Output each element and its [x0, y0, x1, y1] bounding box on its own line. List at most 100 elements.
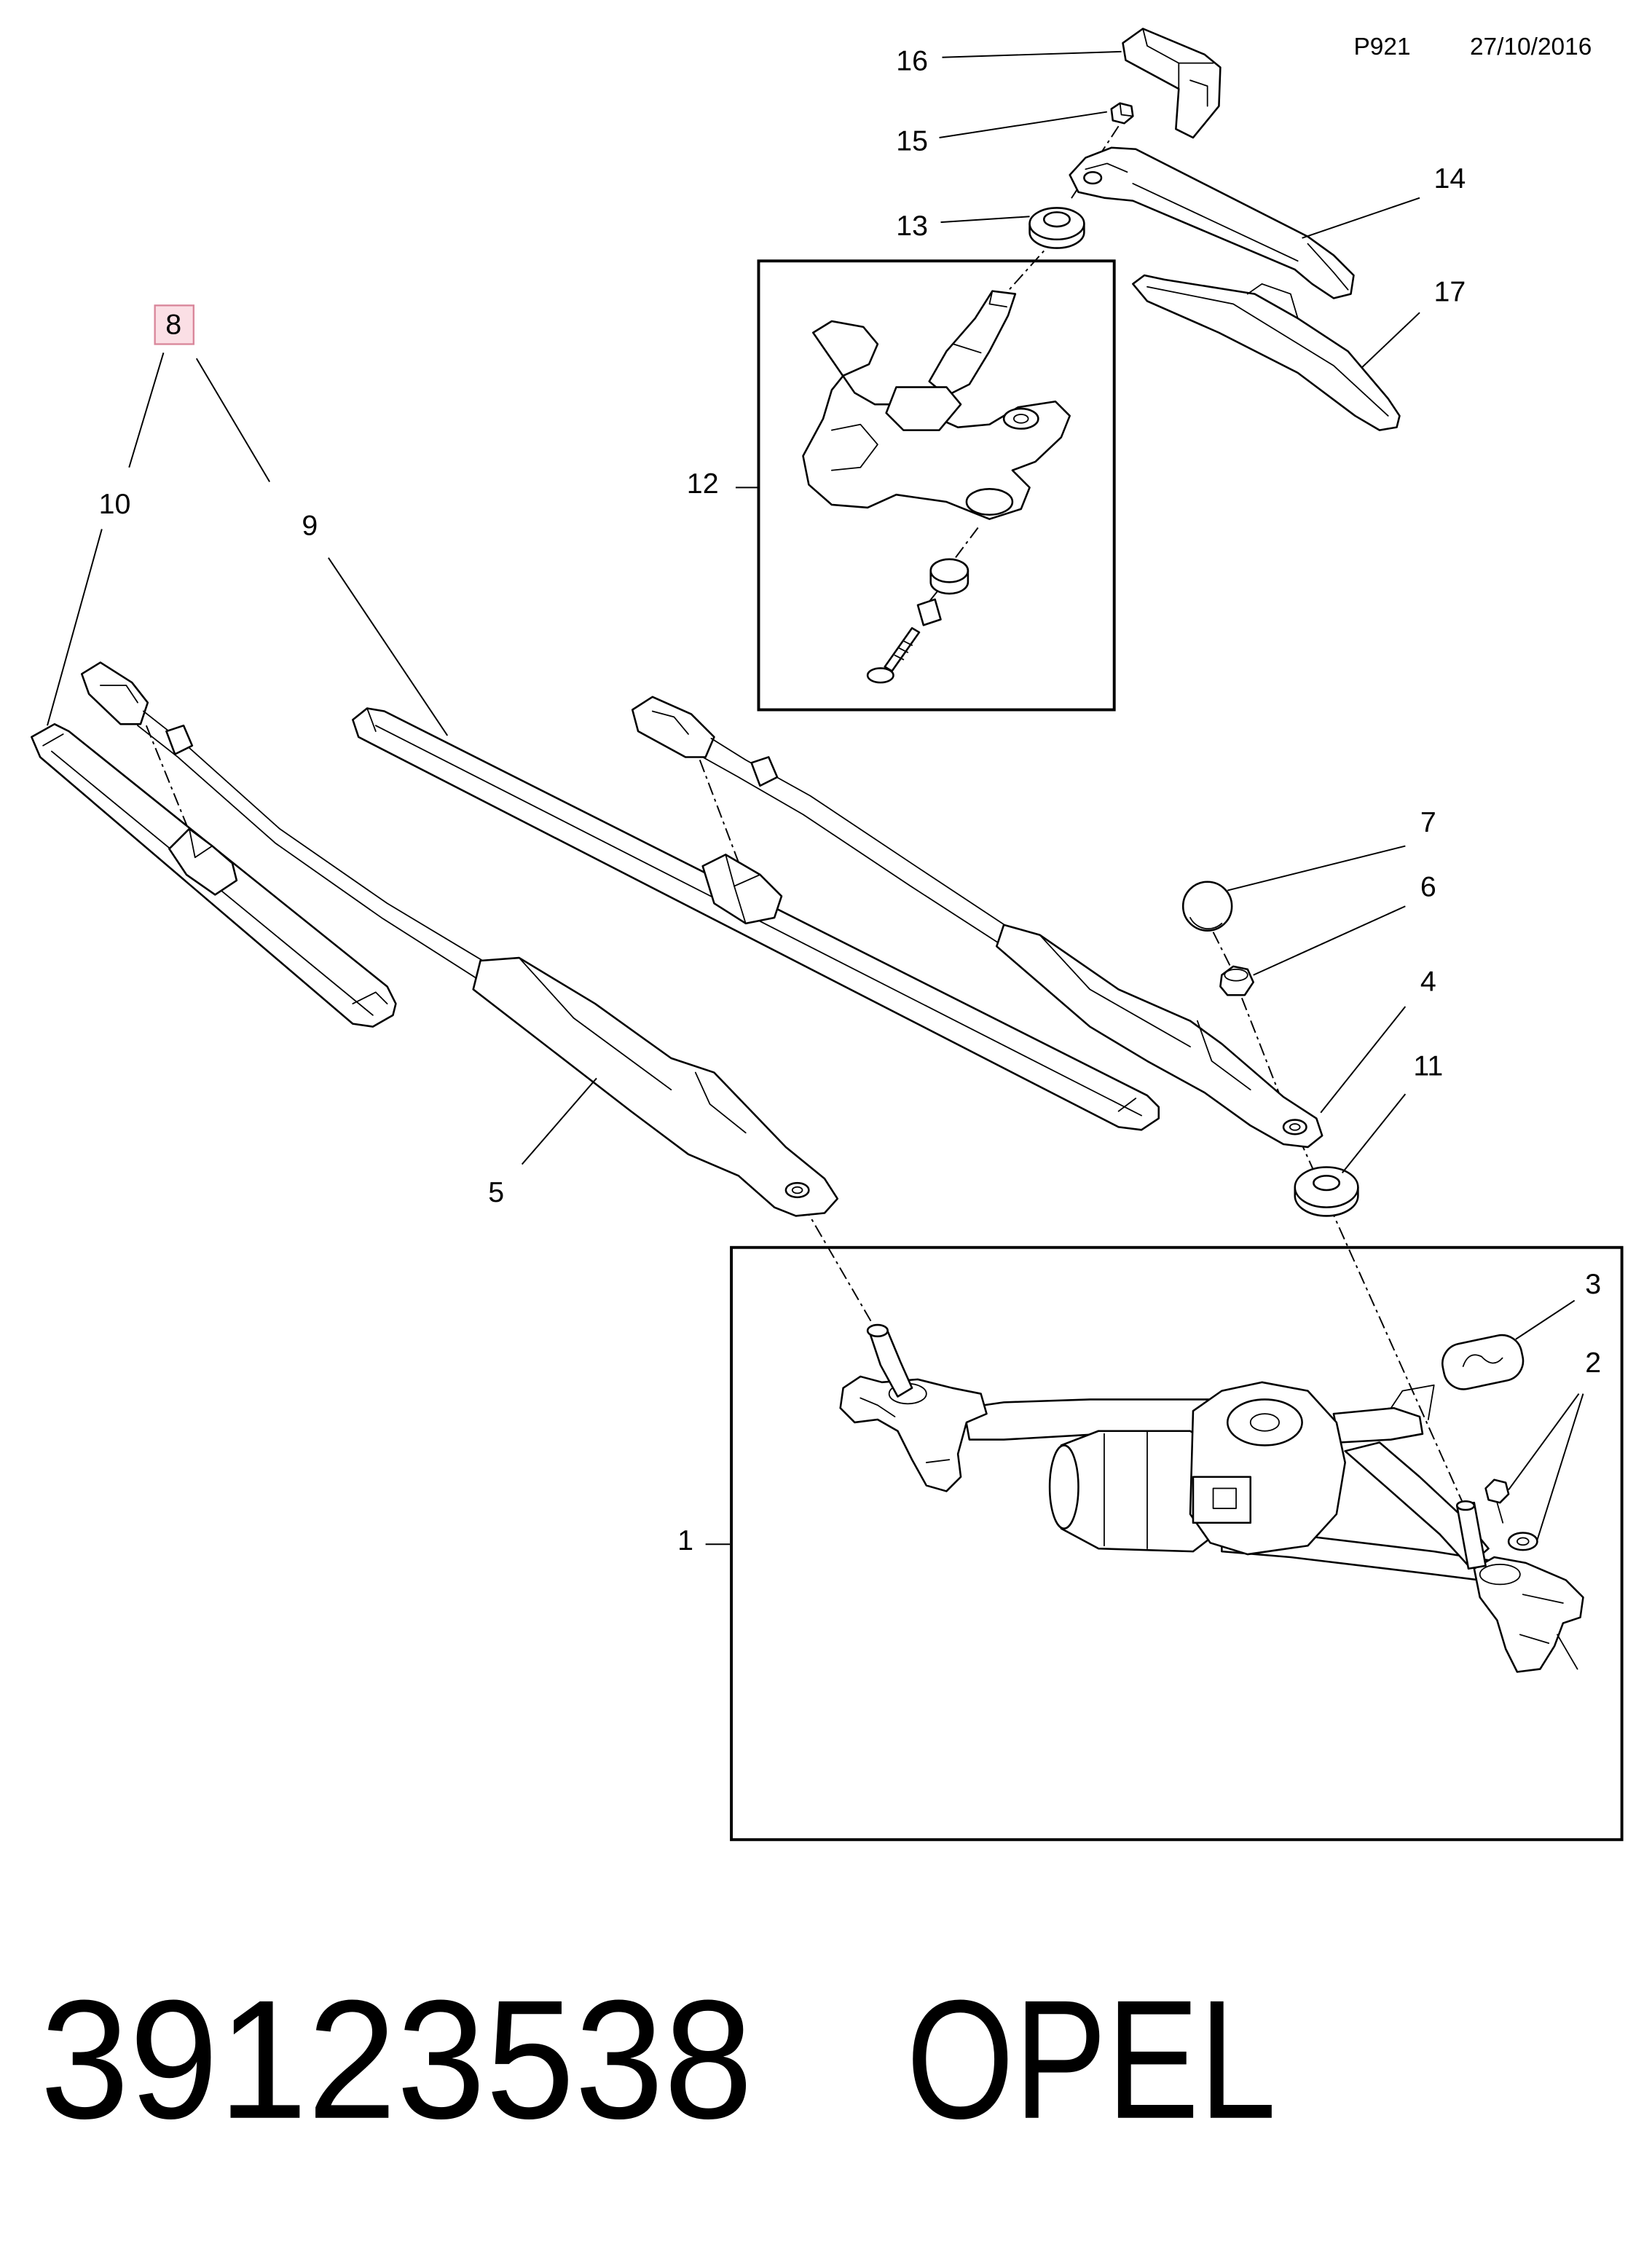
right-pivot-housing — [1473, 1556, 1584, 1673]
gearbox-cover — [1226, 1398, 1303, 1446]
callout-5[interactable]: 5 — [488, 1176, 504, 1208]
bolt-washer-hole — [1517, 1537, 1530, 1546]
callout-8-highlight — [154, 304, 194, 345]
part-14-rear-wiper-arm — [1069, 146, 1355, 299]
callout-6[interactable]: 6 — [1420, 870, 1436, 902]
right-pivot-shaft-tip — [1455, 1500, 1476, 1511]
arm-4-body-edge — [1197, 1020, 1251, 1091]
arm-4-tip-edge — [651, 710, 689, 735]
rear-arm-hole — [1083, 170, 1103, 185]
callout-14[interactable]: 14 — [1433, 162, 1466, 194]
arm-4-tip — [631, 696, 715, 758]
leader-14 — [1302, 197, 1420, 239]
front-motor-linkage-frame — [730, 1245, 1624, 1841]
part-10-wiper-blade-driver — [31, 723, 397, 1028]
rear-motor-gear — [885, 386, 962, 431]
cover-cap-edge — [1142, 28, 1180, 90]
blade-9-end-cap — [1117, 1098, 1137, 1112]
bolt-washer — [1507, 1532, 1538, 1551]
leader-9 — [328, 557, 449, 736]
callout-7[interactable]: 7 — [1420, 806, 1436, 838]
arm-4-head-hole — [1282, 1119, 1307, 1135]
linkage-crank-edge — [1390, 1384, 1435, 1420]
arm-5-rod — [137, 725, 481, 982]
arm-4-clip — [750, 756, 779, 787]
header: P921 27/10/2016 — [1353, 34, 1592, 60]
arm-5-body — [472, 956, 839, 1217]
leader-10 — [47, 529, 103, 726]
diagram-date: 27/10/2016 — [1470, 34, 1592, 60]
leader-16 — [942, 50, 1122, 58]
callout-2[interactable]: 2 — [1585, 1347, 1601, 1379]
nut-hex — [1110, 102, 1134, 125]
rear-motor-mount-hole — [1013, 414, 1029, 424]
rear-motor-shaft-tip — [988, 290, 1007, 308]
blade-10-adapter — [168, 827, 238, 896]
rear-arm-tip — [1307, 243, 1349, 291]
rear-motor-mount — [965, 488, 1014, 516]
rear-motor-shaft-ring — [953, 343, 982, 354]
leader-17 — [1361, 312, 1420, 368]
arm-5-clip — [165, 724, 194, 755]
part-7-nut-cap — [1181, 881, 1233, 932]
callout-3[interactable]: 3 — [1585, 1268, 1601, 1300]
callout-9[interactable]: 9 — [302, 509, 318, 541]
arm-nut-face — [1224, 968, 1248, 982]
blade-10-adapter-edge — [189, 828, 213, 859]
callout-16[interactable]: 16 — [896, 44, 928, 76]
cover-cap-clip — [1189, 79, 1208, 107]
callout-11[interactable]: 11 — [1413, 1050, 1443, 1082]
callout-17[interactable]: 17 — [1433, 275, 1466, 307]
part-11-washer — [1294, 1166, 1359, 1217]
blade-9-adapter-edge — [733, 885, 747, 924]
leader-13 — [940, 216, 1030, 224]
linkage-crank — [1332, 1406, 1424, 1444]
footer: 39123538 OPEL — [40, 1966, 1276, 2154]
part-13-grommet — [1028, 207, 1085, 249]
linkage-grommet-slot — [1462, 1354, 1503, 1367]
callout-12[interactable]: 12 — [687, 468, 719, 500]
gearbox-spindle — [1249, 1413, 1280, 1432]
rear-motor-bolt-thread — [894, 640, 913, 661]
part-12-rear-wiper-motor — [802, 290, 1071, 684]
callout-4[interactable]: 4 — [1420, 965, 1436, 997]
part-1-wiper-motor-linkage — [839, 1323, 1584, 1673]
arm-5-head-hole-inner — [791, 1186, 803, 1194]
blade-9-adapter — [701, 854, 783, 925]
part-4-wiper-arm-passenger — [631, 696, 1323, 1149]
rear-arm-edge — [1085, 162, 1128, 173]
left-pivot-shaft-tip — [866, 1323, 889, 1338]
callout-8[interactable]: 8 — [165, 309, 181, 341]
rear-motor-shaft — [928, 290, 1017, 397]
blade-10-end-cap — [352, 991, 388, 1004]
part-15-nut — [1110, 102, 1134, 125]
part-3-grommet — [1441, 1334, 1525, 1390]
right-pivot-collar — [1479, 1563, 1521, 1586]
rear-blade-body — [1132, 274, 1401, 431]
nut-edge — [1119, 102, 1134, 117]
part-17-rear-wiper-blade — [1132, 274, 1401, 431]
centerline-arm5-left-pivot — [802, 1204, 876, 1328]
left-pivot-housing — [839, 1375, 988, 1492]
arm-5-tip-edge — [99, 685, 138, 704]
callout-15[interactable]: 15 — [896, 125, 928, 157]
callout-10[interactable]: 10 — [99, 488, 131, 520]
leader-lines — [47, 50, 1584, 1546]
part-2-bolt-washer — [1484, 1479, 1538, 1551]
arm-5-body-edge — [518, 957, 672, 1091]
arm-4-rod — [701, 756, 1005, 948]
callout-1[interactable]: 1 — [677, 1524, 693, 1556]
callout-13[interactable]: 13 — [896, 210, 928, 242]
rear-motor-bush — [916, 598, 942, 626]
rear-motor-grommet — [929, 558, 969, 583]
rear-blade-clip — [1246, 283, 1299, 319]
part-number: 39123538 — [40, 1966, 752, 2154]
motor-cylinder-ribs — [1104, 1430, 1148, 1550]
leader-2b — [1536, 1393, 1584, 1540]
rear-motor-mount — [1002, 407, 1039, 430]
leader-7 — [1227, 845, 1406, 891]
motor-connector-socket — [1212, 1487, 1237, 1509]
leader-15 — [939, 111, 1108, 138]
rear-arm-body — [1069, 146, 1355, 299]
centerline-cap-nut — [1212, 932, 1232, 967]
